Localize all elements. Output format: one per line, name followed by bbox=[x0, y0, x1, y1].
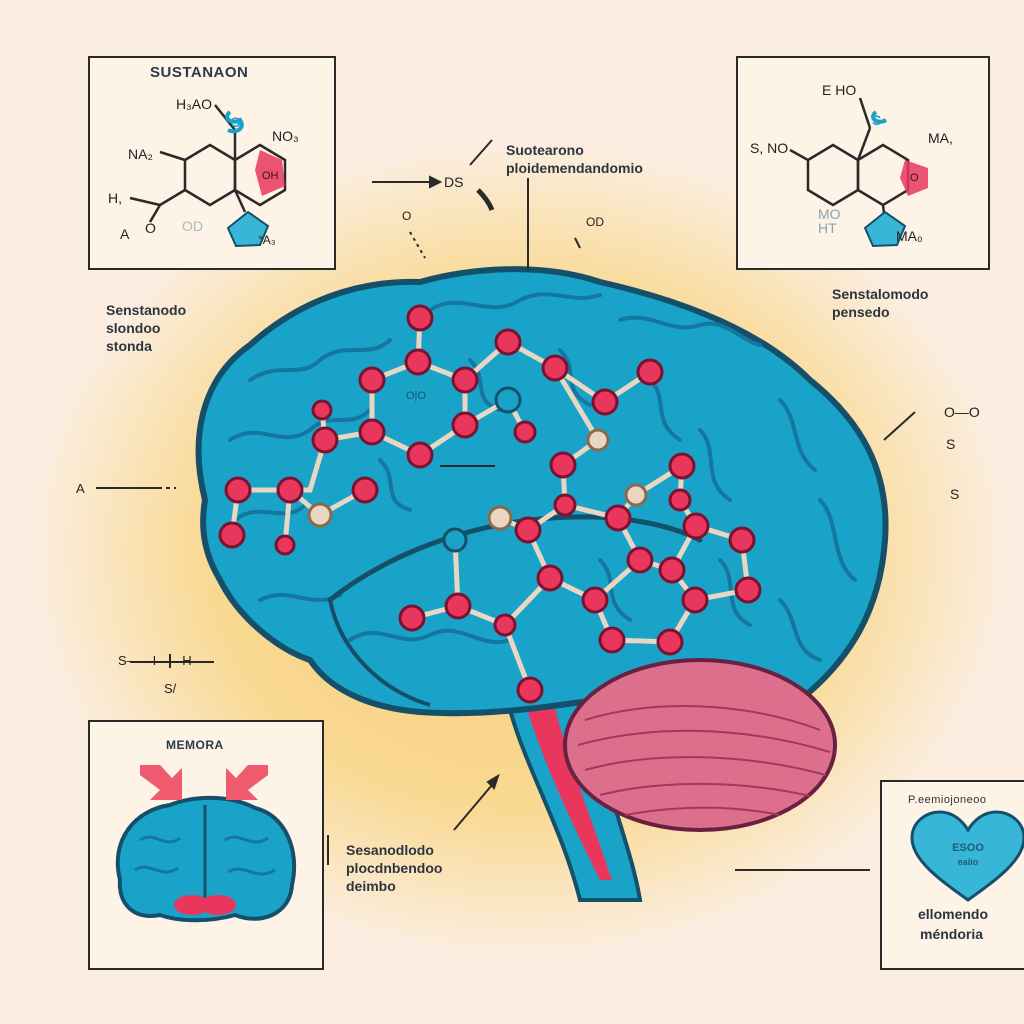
panel-title-sustanaon: SUSTANAON bbox=[150, 64, 249, 81]
panel-title-memora: MEMORA bbox=[166, 738, 224, 752]
tl-label-h3ao: H₃AO bbox=[176, 96, 213, 112]
label-s-slash: S/ bbox=[164, 681, 177, 696]
molecule-top-left-rings bbox=[225, 110, 285, 248]
tr-label-ma: MA, bbox=[928, 130, 953, 146]
panel-molecule-right bbox=[736, 56, 990, 270]
molecule-top-right-rings bbox=[863, 110, 928, 248]
heart-text-1: ESOO bbox=[952, 842, 984, 854]
tr-label-o: O bbox=[910, 172, 919, 184]
cerebellum bbox=[563, 658, 837, 832]
top-center-label-2: ploidemendandomio bbox=[506, 160, 643, 176]
top-center-label-1: Suotearono bbox=[506, 142, 584, 158]
tr-label-s: S bbox=[872, 112, 882, 128]
tl-label-a3: °A₃ bbox=[258, 233, 276, 247]
label-o-small: O bbox=[402, 209, 412, 223]
label-brain-oo: O|O bbox=[406, 390, 426, 402]
label-a-left: A bbox=[76, 481, 85, 496]
heart-caption-2: méndoria bbox=[920, 926, 984, 942]
molecule-atoms-neutral bbox=[307, 386, 648, 553]
label-ds: DS bbox=[444, 174, 464, 190]
right-mid-label-1: Senstalomodo bbox=[832, 286, 929, 302]
bottom-center-label-1: Sesanodlodo bbox=[346, 842, 434, 858]
tl-label-a: A bbox=[120, 226, 130, 242]
panel-sustanaon bbox=[88, 56, 336, 270]
tr-label-eho: E HO bbox=[822, 82, 857, 98]
left-mid-label-2: slondoo bbox=[106, 320, 161, 336]
tl-label-h: H, bbox=[108, 190, 122, 206]
right-mid-label-2: pensedo bbox=[832, 304, 890, 320]
label-o-o-right: O—O bbox=[944, 404, 980, 420]
tr-label-ma0: MA₀ bbox=[896, 228, 923, 244]
tl-label-no3: NO₃ bbox=[272, 128, 299, 144]
tl-label-na2: NA₂ bbox=[128, 146, 153, 162]
label-od-right: OD bbox=[586, 215, 604, 229]
bottom-center-label-3: deimbo bbox=[346, 878, 396, 894]
tr-label-mo: MO bbox=[818, 206, 841, 222]
panel-title-heart: P.eemiojoneoo bbox=[908, 794, 987, 806]
memora-brain bbox=[115, 795, 297, 923]
molecule-top-left bbox=[129, 104, 287, 223]
tl-label-oh: OH bbox=[262, 170, 279, 182]
label-s-h: S——I——H bbox=[118, 653, 192, 668]
label-s-right-2: S bbox=[950, 486, 960, 502]
tl-label-o: O bbox=[145, 220, 156, 236]
callout-lines bbox=[96, 139, 916, 871]
tr-label-sno: S, NO bbox=[750, 140, 789, 156]
tl-label-od: OD bbox=[182, 218, 203, 234]
label-s-right-1: S bbox=[946, 436, 956, 452]
tr-label-ht: HT bbox=[818, 220, 837, 236]
tl-label-s: S bbox=[231, 114, 241, 130]
molecule-top-right bbox=[789, 97, 910, 223]
heart-text-2: eaiio bbox=[957, 857, 979, 867]
bottom-center-label-2: plocdnbendoo bbox=[346, 860, 443, 876]
left-mid-label-3: stonda bbox=[106, 338, 152, 354]
left-mid-label-1: Senstanodo bbox=[106, 302, 187, 318]
heart-caption-1: ellomendo bbox=[918, 906, 989, 922]
memora-arrows bbox=[140, 765, 268, 800]
molecule-atoms bbox=[218, 304, 762, 704]
